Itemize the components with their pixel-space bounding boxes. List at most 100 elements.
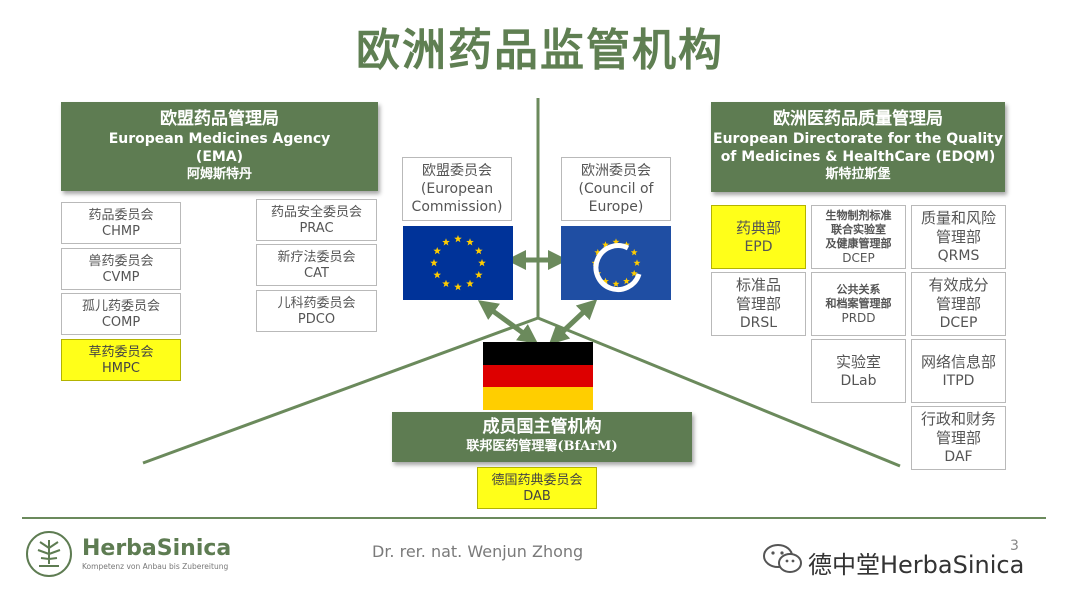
dept-zh: 标准品 [735, 276, 781, 294]
committee-comp: 孤儿药委员会 COMP [61, 293, 181, 335]
brand-name: HerbaSinica [82, 536, 232, 561]
dept-code: QRMS [937, 248, 980, 264]
committee-code: CHMP [102, 223, 140, 239]
dept-dlab: 实验室 DLab [811, 339, 906, 403]
ec-en1: (European [420, 181, 494, 197]
committee-code: PDCO [297, 311, 336, 327]
arrow-ec-national [477, 300, 539, 344]
dab-zh: 德国药典委员会 [491, 472, 583, 488]
council-of-europe-flag-icon [561, 226, 671, 300]
divider-right-diagonal [537, 316, 901, 468]
committee-code: HMPC [102, 360, 140, 376]
dept-zh: 和档案管理部 [825, 296, 892, 310]
committee-zh: 药品委员会 [88, 207, 154, 223]
committee-hmpc: 草药委员会 HMPC [61, 339, 181, 381]
dept-code: ITPD [942, 372, 975, 389]
flag-star [442, 238, 450, 246]
committee-code: CVMP [102, 269, 140, 285]
ec-zh: 欧盟委员会 [422, 163, 492, 179]
dept-code: PRDD [841, 310, 876, 325]
flag-star [602, 277, 609, 285]
coe-en1: (Council of [578, 181, 654, 197]
coe-en2: Europe) [588, 199, 644, 215]
national-sub: 联邦医药管理署(BfArM) [466, 439, 618, 454]
ema-en2: (EMA) [195, 149, 244, 165]
committee-zh: 兽药委员会 [88, 253, 154, 269]
dept-code: DLab [840, 372, 877, 389]
edqm-city: 斯特拉斯堡 [825, 167, 891, 182]
flag-star [454, 283, 462, 291]
committee-code: COMP [101, 314, 141, 330]
flag-star [623, 241, 630, 248]
flag-star [442, 279, 450, 288]
flag-star [612, 280, 620, 287]
arrow-coe-national [548, 299, 598, 345]
flag-star [623, 277, 630, 285]
committee-zh: 药品安全委员会 [270, 204, 362, 220]
dept-zh: 生物制剂标准 [825, 208, 892, 222]
dept-code: DCEP [842, 250, 875, 265]
flag-star [466, 238, 474, 246]
dept-epd: 药典部 EPD [711, 205, 806, 269]
dab-box: 德国药典委员会 DAB [477, 467, 597, 509]
flag-star [430, 259, 438, 267]
ema-zh: 欧盟药品管理局 [160, 109, 279, 129]
flag-star [433, 247, 442, 255]
edqm-en2: of Medicines & HealthCare (EDQM) [720, 149, 996, 165]
committee-prac: 药品安全委员会 PRAC [256, 199, 377, 241]
flag-star [478, 259, 486, 267]
dept-zh: 管理部 [935, 295, 981, 313]
page-number: 3 [1010, 538, 1019, 554]
dept-zh: 实验室 [835, 352, 881, 371]
dept-zh: 管理部 [935, 429, 981, 447]
footer-divider [22, 517, 1046, 519]
dept-bio-standard: 生物制剂标准 联合实验室 及健康管理部 DCEP [811, 205, 906, 269]
dept-active-substance: 有效成分 管理部 DCEP [911, 272, 1006, 336]
author: Dr. rer. nat. Wenjun Zhong [372, 542, 584, 561]
ec-label: 欧盟委员会 (European Commission) [402, 157, 512, 221]
ema-header: 欧盟药品管理局 European Medicines Agency (EMA) … [61, 102, 378, 191]
committee-code: CAT [304, 265, 329, 281]
wechat-icon [763, 544, 802, 573]
flag-star [630, 269, 638, 277]
dept-zh: 网络信息部 [920, 352, 996, 371]
edqm-header: 欧洲医药品质量管理局 European Directorate for the … [711, 102, 1005, 192]
dept-zh: 有效成分 [928, 276, 989, 294]
flag-star [466, 279, 474, 288]
committee-zh: 儿科药委员会 [277, 295, 356, 311]
dept-zh: 药典部 [735, 218, 781, 237]
dab-code: DAB [523, 488, 551, 504]
committee-pdco: 儿科药委员会 PDCO [256, 290, 377, 332]
ec-en2: Commission) [411, 199, 503, 215]
dept-zh: 及健康管理部 [825, 236, 892, 250]
flag-star [602, 241, 609, 248]
eu-flag-icon [403, 226, 513, 300]
edqm-en1: European Directorate for the Quality [713, 131, 1003, 147]
dept-itpd: 网络信息部 ITPD [911, 339, 1006, 403]
ema-city: 阿姆斯特丹 [186, 167, 252, 182]
flag-star [594, 248, 602, 256]
flag-star [474, 271, 483, 279]
committee-cvmp: 兽药委员会 CVMP [61, 248, 181, 290]
dept-zh: 公共关系 [836, 282, 881, 296]
dept-zh: 行政和财务 [920, 410, 996, 428]
national-zh: 成员国主管机构 [482, 417, 602, 437]
page-title: 欧洲药品监管机构 [356, 25, 724, 76]
committee-zh: 孤儿药委员会 [81, 298, 160, 314]
committee-chmp: 药品委员会 CHMP [61, 202, 181, 244]
coe-zh: 欧洲委员会 [581, 163, 651, 179]
brand-tagline: Kompetenz von Anbau bis Zubereitung [82, 562, 229, 571]
dept-zh: 质量和风险 [920, 209, 996, 227]
dept-code: DRSL [739, 315, 778, 331]
dept-code: EPD [744, 238, 773, 255]
dept-code: DAF [944, 449, 973, 465]
divider-left-diagonal [142, 316, 539, 465]
flag-star [630, 248, 638, 256]
dept-code: DCEP [939, 315, 978, 331]
dept-daf: 行政和财务 管理部 DAF [911, 406, 1006, 470]
committee-cat: 新疗法委员会 CAT [256, 244, 377, 286]
flag-star [474, 247, 483, 255]
dept-qrms: 质量和风险 管理部 QRMS [911, 205, 1006, 269]
herbasinica-tree-logo-icon [26, 531, 72, 577]
